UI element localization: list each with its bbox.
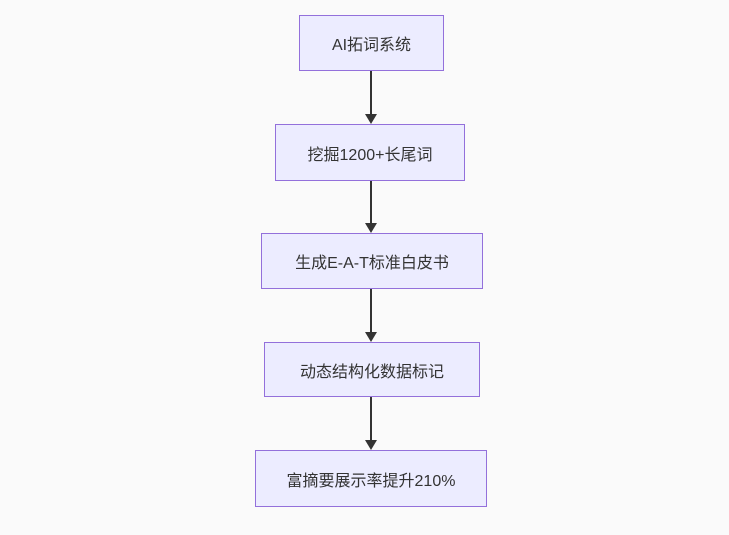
arrow-line — [370, 397, 372, 441]
flow-node-ai-word-expansion-system: AI拓词系统 — [299, 15, 444, 71]
node-label: 挖掘1200+长尾词 — [307, 146, 433, 164]
node-label: AI拓词系统 — [331, 37, 412, 54]
arrow-line — [370, 289, 372, 333]
arrow-down-icon — [365, 332, 377, 342]
node-label: 富摘要展示率提升210% — [286, 472, 456, 490]
arrow-line — [370, 181, 372, 224]
flow-node-mine-longtail-keywords: 挖掘1200+长尾词 — [275, 124, 465, 181]
flow-node-generate-eat-whitepaper: 生成E-A-T标准白皮书 — [261, 233, 483, 289]
arrow-down-icon — [365, 114, 377, 124]
arrow-down-icon — [365, 440, 377, 450]
node-label: 动态结构化数据标记 — [299, 363, 444, 381]
arrow-down-icon — [365, 223, 377, 233]
flow-node-dynamic-structured-data-markup: 动态结构化数据标记 — [264, 342, 480, 397]
node-label: 生成E-A-T标准白皮书 — [295, 255, 449, 272]
flow-node-rich-snippet-rate-increase: 富摘要展示率提升210% — [255, 450, 487, 507]
arrow-line — [370, 71, 372, 115]
